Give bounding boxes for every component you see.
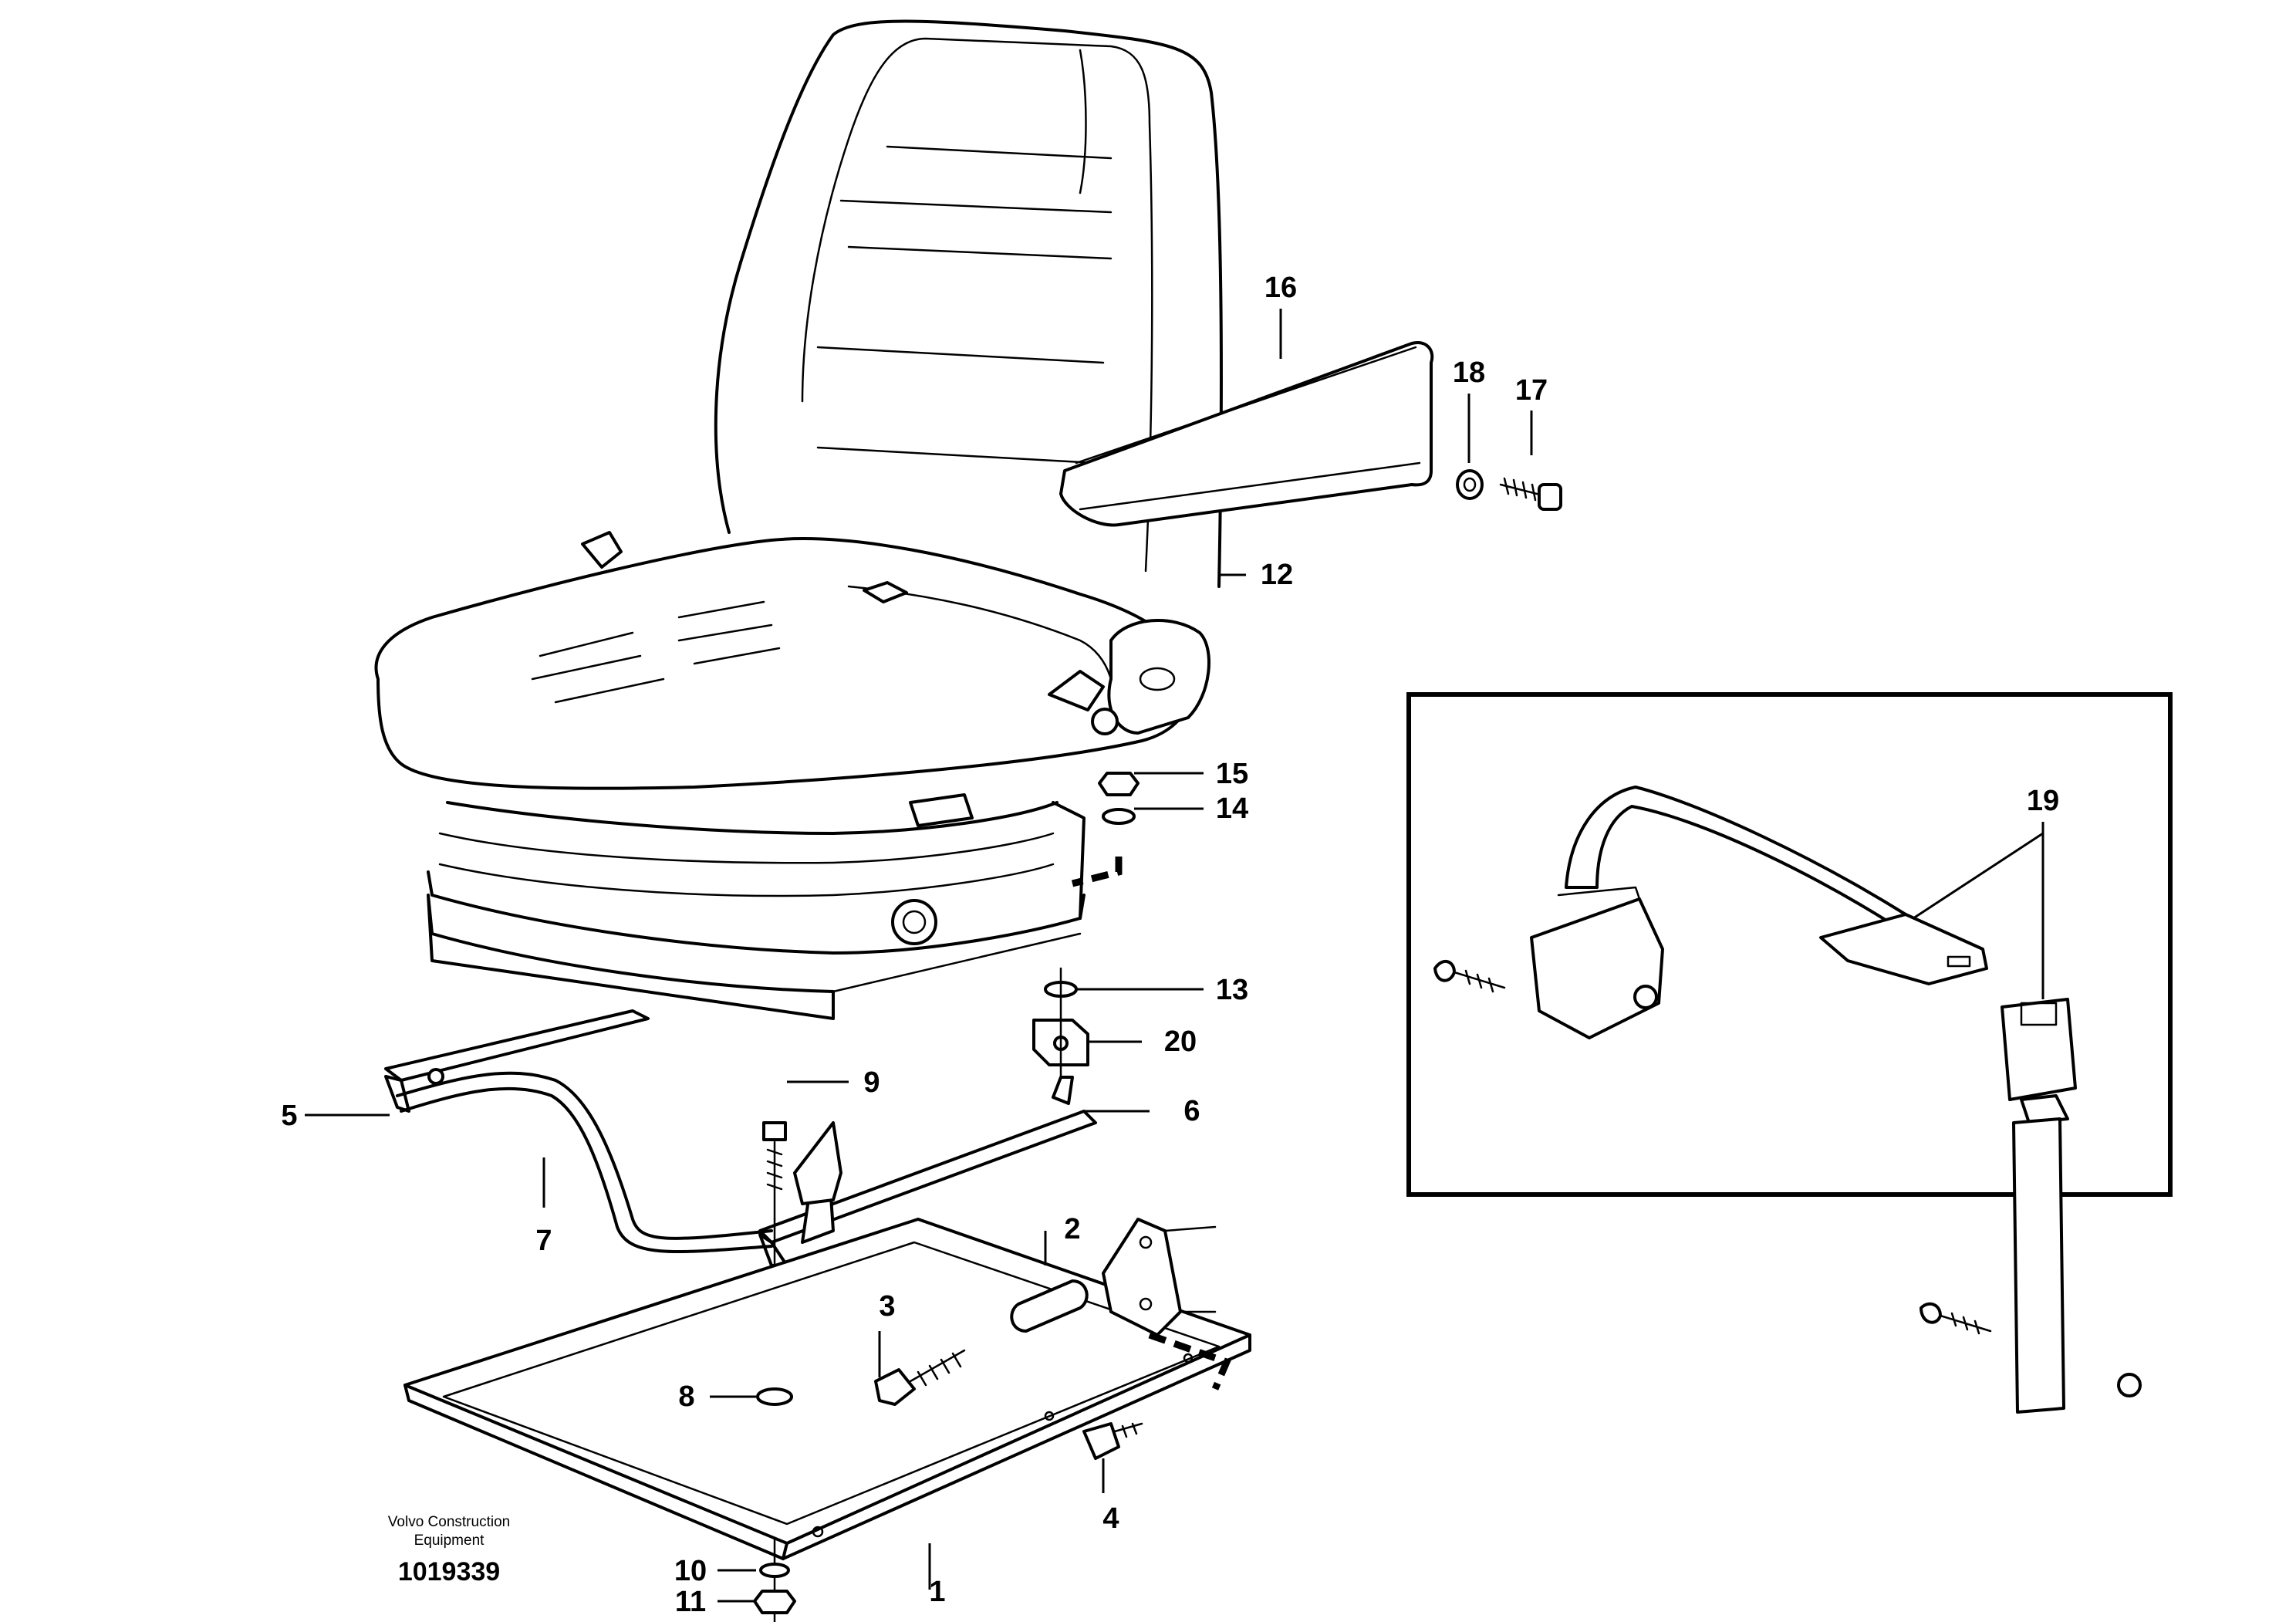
company-name-line2: Equipment [414, 1532, 485, 1549]
part-label-11: 11 [675, 1586, 706, 1618]
part-label-10: 10 [674, 1555, 707, 1587]
part-label-9: 9 [863, 1066, 880, 1099]
part-label-15: 15 [1216, 758, 1248, 790]
part-label-6: 6 [1183, 1095, 1200, 1127]
part-label-19: 19 [2027, 785, 2059, 817]
part-label-16: 16 [1264, 272, 1297, 304]
seat-backrest [714, 19, 1223, 588]
release-bar [396, 1071, 773, 1254]
part-label-5: 5 [281, 1100, 297, 1132]
washer-14 [1102, 808, 1136, 825]
part-label-8: 8 [678, 1380, 694, 1413]
seat-suspension [427, 793, 1086, 1020]
bolt-4 [1082, 1422, 1143, 1460]
washer-8 [756, 1387, 793, 1406]
drawing-caption: Volvo Construction Equipment 1019339 [388, 1514, 510, 1587]
part-label-12: 12 [1261, 559, 1293, 591]
alignment-dash-upper [1071, 857, 1123, 887]
part-label-1: 1 [929, 1576, 945, 1608]
slide-rail-left [384, 1009, 650, 1113]
armrest-bolt [1499, 477, 1562, 511]
seat-cushion [374, 537, 1194, 790]
rear-bracket [1102, 1218, 1217, 1336]
part-label-18: 18 [1453, 357, 1485, 389]
part-label-20: 20 [1164, 1026, 1197, 1058]
bolt-3 [874, 1349, 966, 1406]
part-label-13: 13 [1216, 974, 1248, 1006]
part-labels: 1 2 3 4 5 6 7 8 9 10 11 12 13 14 15 16 1… [281, 272, 2059, 1618]
nut-11 [753, 1590, 796, 1614]
company-name-line1: Volvo Construction [388, 1514, 510, 1530]
alignment-dash-lower [1148, 1331, 1232, 1391]
pin-2 [1010, 1279, 1089, 1333]
part-label-7: 7 [535, 1225, 552, 1257]
seat-adjust-lever [581, 531, 623, 569]
seat-belt-anchor [863, 581, 1210, 735]
seatbelt-inset [1406, 692, 2173, 1414]
armrest [1059, 341, 1434, 527]
part-label-3: 3 [879, 1290, 895, 1323]
armrest-washer [1456, 469, 1484, 500]
part-label-17: 17 [1515, 374, 1548, 407]
nut-15 [1098, 772, 1140, 796]
washer-10 [759, 1563, 790, 1578]
part-label-14: 14 [1216, 792, 1248, 825]
part-label-4: 4 [1102, 1502, 1119, 1535]
leader-lines [305, 309, 1533, 1603]
part-label-2: 2 [1064, 1213, 1080, 1245]
drawing-number: 1019339 [398, 1557, 500, 1587]
